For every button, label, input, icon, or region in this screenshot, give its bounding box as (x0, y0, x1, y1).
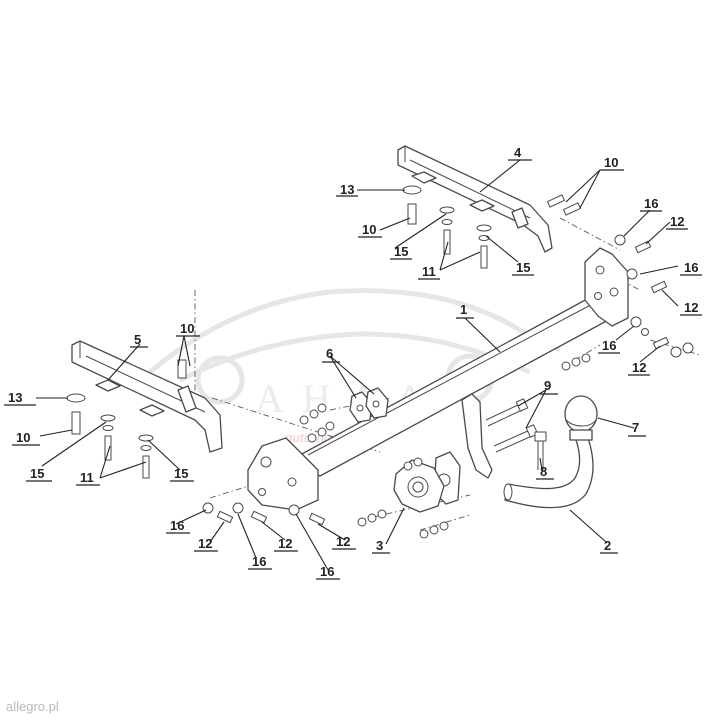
allegro-watermark: allegro.pl (6, 699, 59, 714)
callout-12-lower-mid: 12 (278, 536, 292, 551)
callout-2: 2 (604, 538, 611, 553)
callout-10-upper-right: 10 (604, 155, 618, 170)
callout-12-lower: 12 (336, 534, 350, 549)
part-3-socket-plate (393, 459, 445, 513)
callout-leaders (36, 159, 679, 571)
callout-12-lower-right: 12 (632, 360, 646, 375)
callout-16-lower: 16 (320, 564, 334, 579)
part-4-side-bracket-right (397, 145, 553, 253)
callout-16-lower-mid: 16 (252, 554, 266, 569)
callout-16-top-right: 16 (644, 196, 658, 211)
callout-1: 1 (460, 302, 467, 317)
callout-15-lower-left: 15 (30, 466, 44, 481)
part-1-main-crossbar (247, 247, 629, 511)
callout-12-lower-left: 12 (198, 536, 212, 551)
callout-13-upper: 13 (340, 182, 354, 197)
callout-10-left: 10 (180, 321, 194, 336)
part-8-bolt (534, 431, 547, 470)
callout-labels: 4 10 13 10 15 15 11 16 12 16 12 16 12 1 … (4, 145, 702, 580)
callout-12-top-right: 12 (670, 214, 684, 229)
callout-6: 6 (326, 346, 333, 361)
part-6-reinforcement-brackets (349, 387, 389, 423)
callout-11-upper: 11 (422, 264, 436, 279)
callout-15-lower-right: 15 (174, 466, 188, 481)
fasteners (66, 185, 694, 539)
callout-4: 4 (514, 145, 522, 160)
part-2-tow-ball-neck (503, 437, 594, 509)
callout-8: 8 (540, 464, 547, 479)
callout-12-right: 12 (684, 300, 698, 315)
part-9-neck-bolts (485, 398, 539, 453)
callout-10-upper: 10 (362, 222, 376, 237)
callout-16-right: 16 (684, 260, 698, 275)
callout-15-upper-right: 15 (516, 260, 530, 275)
callout-15-upper-left: 15 (394, 244, 408, 259)
part-7-tow-ball (564, 395, 598, 441)
callout-5: 5 (134, 332, 141, 347)
callout-11-lower: 11 (80, 470, 94, 485)
part-5-side-bracket-left (71, 340, 223, 453)
callout-16-lower-left: 16 (170, 518, 184, 533)
callout-13-lower: 13 (8, 390, 22, 405)
callout-7: 7 (632, 420, 639, 435)
callout-9: 9 (544, 378, 551, 393)
callout-3: 3 (376, 538, 383, 553)
callout-10-lower: 10 (16, 430, 30, 445)
callout-16-lower-right: 16 (602, 338, 616, 353)
